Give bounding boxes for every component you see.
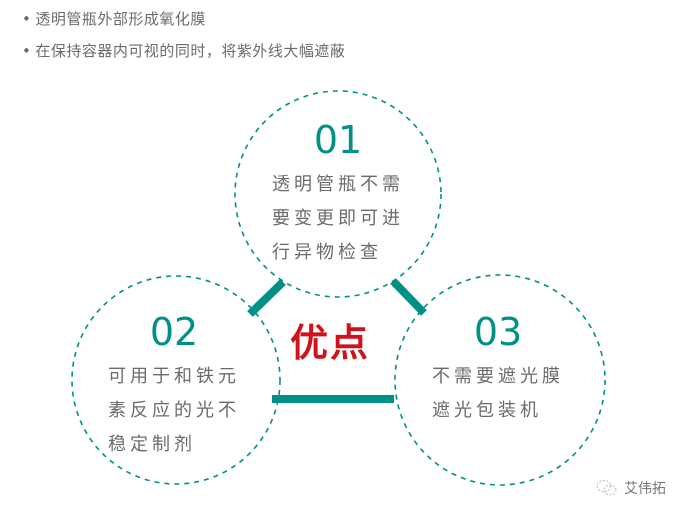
circle-02: [71, 275, 281, 485]
advantage-text-01: 透明管瓶不需 要变更即可进 行异物检查: [272, 168, 404, 270]
bullet-item: •在保持容器内可视的同时，将紫外线大幅遮蔽: [22, 40, 345, 61]
watermark: 艾伟拓: [596, 478, 666, 498]
advantage-line: 要变更即可进: [272, 208, 404, 229]
circle-01: [234, 90, 442, 298]
advantage-text-03: 不需要遮光膜 遮光包装机: [432, 360, 564, 428]
bullet-dot: •: [22, 42, 32, 60]
circle-03: [394, 274, 606, 486]
advantage-text-02: 可用于和铁元 素反应的光不 稳定制剂: [108, 360, 240, 462]
advantage-number-02: 02: [149, 310, 199, 354]
advantage-number-03: 03: [473, 310, 523, 354]
advantage-line: 素反应的光不: [108, 400, 240, 421]
watermark-text: 艾伟拓: [624, 481, 666, 497]
wechat-icon: [596, 480, 617, 496]
advantage-line: 不需要遮光膜: [432, 366, 564, 387]
center-label: 优点: [290, 321, 371, 365]
bullet-dot: •: [22, 10, 32, 28]
connector-01-02: [247, 279, 286, 317]
bullet-text: 透明管瓶外部形成氧化膜: [35, 10, 206, 28]
advantage-line: 行异物检查: [272, 242, 382, 263]
bullet-text: 在保持容器内可视的同时，将紫外线大幅遮蔽: [35, 42, 346, 60]
advantage-line: 透明管瓶不需: [272, 174, 404, 195]
bullet-item: •透明管瓶外部形成氧化膜: [22, 8, 206, 29]
advantage-line: 遮光包装机: [432, 400, 542, 421]
advantage-line: 可用于和铁元: [108, 366, 240, 387]
advantage-line: 稳定制剂: [108, 434, 196, 455]
advantage-number-01: 01: [313, 118, 363, 162]
connector-01-03: [390, 278, 427, 316]
